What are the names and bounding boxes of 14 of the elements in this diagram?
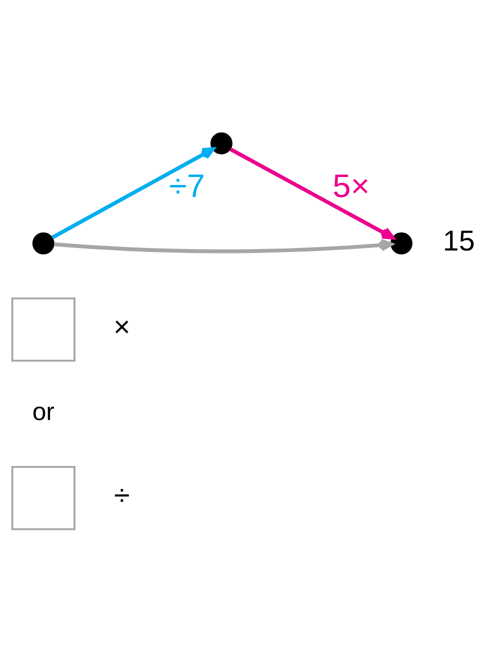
node-box <box>11 298 76 362</box>
node-circle <box>390 232 412 254</box>
node-circle <box>32 232 54 254</box>
arrow <box>51 147 215 240</box>
node-box <box>11 466 76 530</box>
node-circle <box>210 132 232 154</box>
arrow <box>54 238 394 254</box>
edge-label: ÷7 <box>169 168 205 204</box>
arrow <box>229 148 395 240</box>
label: or <box>32 398 54 426</box>
node-label: 15 <box>442 226 475 258</box>
edge-label: 5× <box>332 168 370 204</box>
node-label: ÷ <box>114 480 130 512</box>
node-label: × <box>114 312 130 344</box>
